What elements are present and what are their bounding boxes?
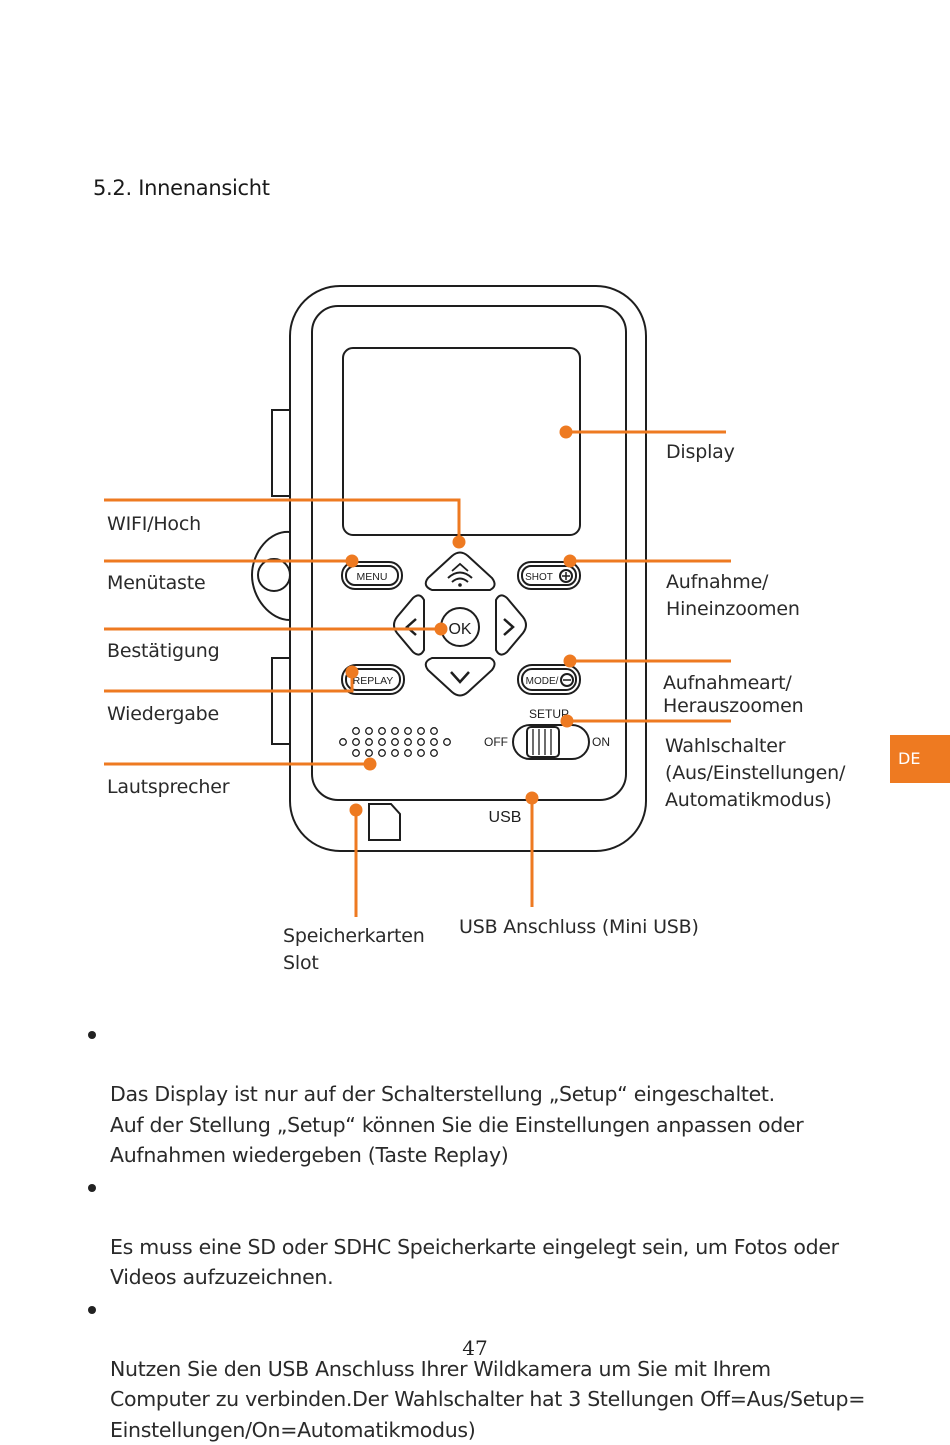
selector-knob [527,727,559,757]
callout-playback: Wiedergabe [107,701,219,728]
bullet-icon [88,1031,96,1039]
menu-key-label: MENU [357,571,388,583]
down-key [426,658,495,696]
bullet-icon [88,1184,96,1192]
lock-hole [258,559,290,591]
notes-list: Das Display ist nur auf der Schalterstel… [86,1018,886,1445]
callout-usb-port: USB Anschluss (Mini USB) [459,914,699,941]
dot-card-slot [350,804,363,817]
list-item: Das Display ist nur auf der Schalterstel… [86,1018,886,1171]
language-tab: DE [890,735,950,783]
callout-mode-zoom-out: Aufnahmeart/ Herauszoomen [663,672,803,718]
callout-wifi-up: WIFI/Hoch [107,511,201,538]
callout-shot-zoom-in: Aufnahme/ Hineinzoomen [666,569,800,623]
speaker-grille [340,728,451,757]
display-screen [343,348,580,535]
sd-card-icon [369,804,400,840]
left-strap-tab [272,410,290,496]
wifi-icon [448,573,472,583]
ok-key-label: OK [448,621,471,638]
callout-display: Display [666,439,735,466]
chevron-left-icon [407,619,416,635]
right-strap-tab [272,658,290,744]
bullet-icon [88,1306,96,1314]
callout-confirm: Bestätigung [107,638,219,665]
callout-menu-key: Menütaste [107,570,206,597]
dot-usb [526,792,539,805]
dot-speaker [364,758,377,771]
list-item: Nutzen Sie den USB Anschluss Ihrer Wildk… [86,1293,886,1445]
dot-selector [561,715,574,728]
callout-card-slot: Speicherkarten Slot [283,923,425,977]
list-item: Es muss eine SD oder SDHC Speicherkarte … [86,1171,886,1293]
on-label: ON [592,735,610,749]
leader-replay [104,672,352,691]
off-label: OFF [484,735,508,749]
page-number: 47 [0,1336,950,1360]
usb-label: USB [489,809,522,826]
callout-selector: Wahlschalter (Aus/Einstellungen/ Automat… [665,733,845,814]
chevron-down-icon [451,672,469,682]
replay-key-label: REPLAY [353,675,394,687]
dot-ok [435,623,448,636]
dot-shot [564,555,577,568]
dot-menu [346,555,359,568]
dot-wifi [453,536,466,549]
chevron-right-icon [504,619,513,635]
callout-speaker: Lautsprecher [107,774,229,801]
dot-display [560,426,573,439]
dot-mode [564,655,577,668]
shot-key-label: SHOT [525,572,553,583]
dot-replay [346,666,359,679]
mode-key-label: MODE/ [526,676,559,687]
